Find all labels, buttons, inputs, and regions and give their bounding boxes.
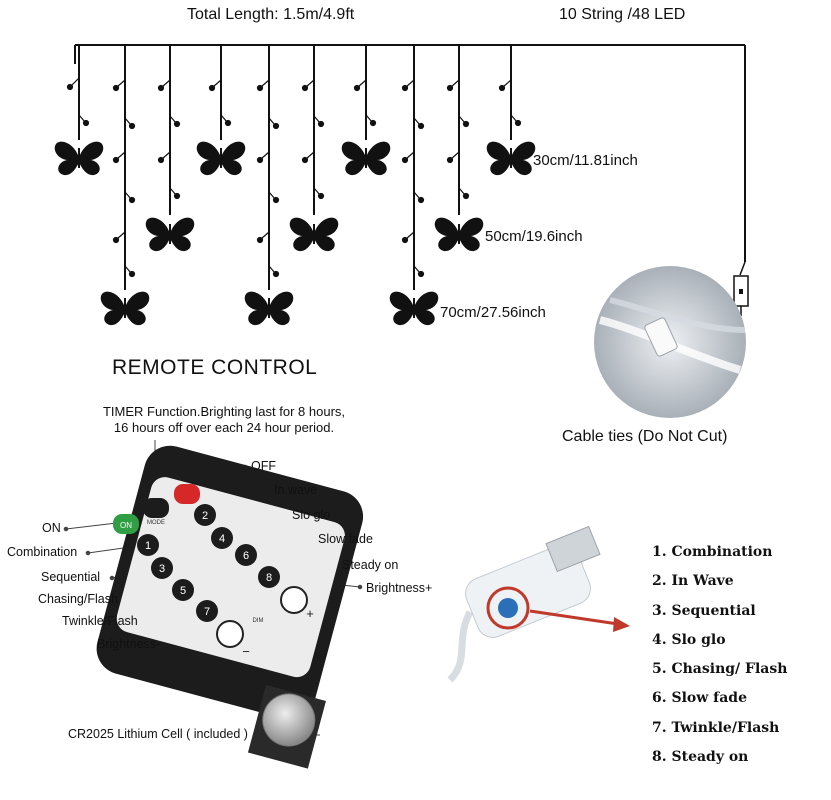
digit-4: 4	[219, 533, 225, 545]
label-in-wave: In wave	[274, 483, 318, 497]
led-bulbs	[66, 77, 522, 278]
cable-ties-caption: Cable ties (Do Not Cut)	[562, 428, 728, 445]
digit-7: 7	[204, 606, 210, 618]
dim-label: DIM	[253, 618, 264, 624]
length-30cm: 30cm/11.81inch	[533, 152, 638, 169]
plus-label: +	[306, 606, 314, 621]
mode-button	[143, 498, 169, 518]
usb-controller	[447, 525, 630, 683]
label-twinkle-flash: Twinkle/Flash	[62, 614, 138, 628]
off-button	[174, 484, 200, 504]
mode-list: 1. Combination 2. In Wave 3. Sequential …	[652, 541, 787, 775]
label-combination: Combination	[7, 545, 78, 559]
mode-item: 8. Steady on	[652, 749, 749, 766]
main-cable	[74, 44, 749, 316]
digit-6: 6	[243, 550, 249, 562]
mode-item: 7. Twinkle/Flash	[652, 719, 780, 736]
label-brightness-minus: Brightness-	[97, 637, 161, 651]
mode-item: 1. Combination	[652, 544, 773, 560]
timer-note: TIMER Function.Brighting last for 8 hour…	[74, 404, 374, 436]
mode-item: 6. Slow fade	[652, 690, 747, 707]
light-strings	[78, 45, 512, 290]
label-slow-fade: Slow fade	[318, 532, 373, 546]
mode-item: 2. In Wave	[652, 573, 734, 590]
digit-5: 5	[180, 585, 186, 597]
remote-button-labels: ON MODE DIM 1 2 3 4 5 6 7 8 + −	[120, 510, 314, 659]
total-length-label: Total Length: 1.5m/4.9ft	[187, 6, 355, 23]
digit-3: 3	[159, 563, 165, 575]
mode-item: 4. Slo glo	[652, 631, 726, 648]
digit-2: 2	[202, 510, 208, 522]
label-steady-on: Steady on	[342, 558, 399, 572]
label-chasing-flash: Chasing/Flash	[38, 592, 118, 606]
timer-note-line-2: 16 hours off over each 24 hour period.	[113, 420, 335, 435]
arrow-icon	[613, 617, 630, 632]
remote-buttons[interactable]	[113, 484, 308, 648]
remote-control-title: REMOTE CONTROL	[112, 356, 318, 379]
on-button-label: ON	[120, 521, 132, 530]
label-brightness-plus: Brightness+	[366, 581, 433, 595]
length-70cm: 70cm/27.56inch	[440, 304, 546, 321]
label-slo-glo: Slo glo	[292, 508, 331, 522]
label-sequential: Sequential	[41, 570, 101, 584]
mode-item: 3. Sequential	[652, 602, 756, 619]
digit-8: 8	[266, 572, 272, 584]
mode-button-label: MODE	[147, 520, 165, 526]
cable-ties-photo	[594, 266, 746, 418]
digit-1: 1	[145, 540, 151, 552]
label-on: ON	[42, 521, 61, 535]
brightness-up-button	[280, 586, 308, 614]
butterfly-icon	[54, 141, 536, 326]
remote-control	[96, 445, 364, 769]
on-button	[113, 514, 139, 534]
timer-note-line-1: TIMER Function.Brighting last for 8 hour…	[102, 404, 346, 419]
usb-mode-button[interactable]	[498, 598, 518, 618]
battery-label: CR2025 Lithium Cell ( included )	[68, 727, 248, 741]
length-50cm: 50cm/19.6inch	[485, 228, 583, 245]
label-off: OFF	[251, 459, 276, 473]
brightness-down-button	[216, 620, 244, 648]
minus-label: −	[242, 644, 250, 659]
mode-item: 5. Chasing/ Flash	[652, 661, 788, 678]
string-count-label: 10 String /48 LED	[559, 6, 686, 23]
